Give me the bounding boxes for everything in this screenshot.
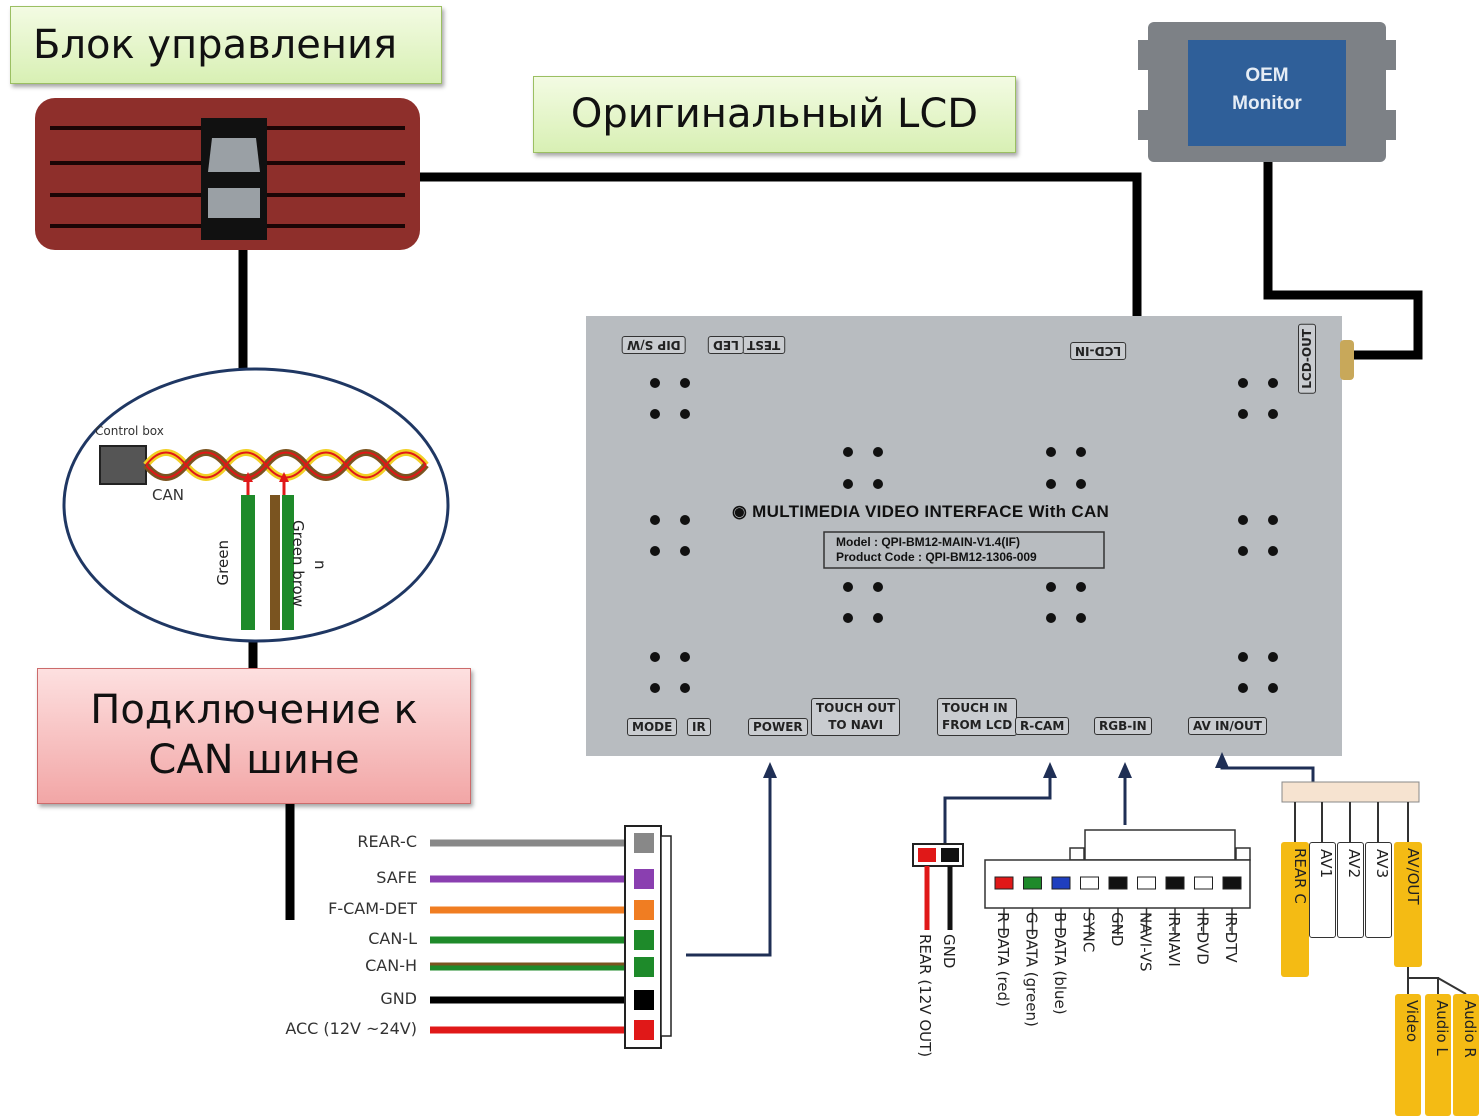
arrow-heads (763, 752, 1229, 778)
power-wire-label: CAN-L (368, 929, 417, 948)
rgb-pin-block (1165, 876, 1185, 890)
power-pin-block (634, 900, 654, 920)
power-connector (430, 825, 672, 1049)
device-model: Model : QPI-BM12-MAIN-V1.4(IF) (836, 535, 1021, 549)
can-detail-label: CAN (152, 486, 184, 504)
rgb-pin-block (1137, 876, 1156, 890)
monitor-label-line2: Monitor (1232, 93, 1302, 114)
port-rgb-in: RGB-IN (1094, 717, 1152, 735)
callout-original-lcd: Оригинальный LCD (533, 76, 1016, 153)
port-touch-out-line2: TO NAVI (828, 718, 884, 732)
oem-monitor (1138, 22, 1396, 162)
rcam-connector (912, 843, 964, 930)
power-pin-block (634, 833, 654, 853)
av-pin-av-out: AV/OUT (1394, 842, 1422, 967)
power-wire-label: REAR-C (357, 832, 417, 851)
power-pin-block (634, 957, 654, 977)
power-wire-label: GND (380, 989, 417, 1008)
rgb-pin-label: SYNC (1079, 912, 1098, 953)
mount-dots (650, 378, 1278, 693)
connector-arrows (686, 760, 1315, 957)
green-wire-label: Green (214, 540, 232, 586)
port-ir: IR (687, 718, 711, 736)
rgb-pin-block (1051, 876, 1071, 890)
av-pin-rear-c: REAR C (1281, 842, 1309, 977)
monitor-label: OEM Monitor (1188, 62, 1346, 118)
device-product-code: Product Code : QPI-BM12-1306-009 (836, 550, 1037, 564)
cable-control-to-lcd (420, 172, 1142, 318)
rgb-pin-label: IR-NAVI (1165, 912, 1183, 967)
port-touch-in-line1: TOUCH IN (942, 701, 1008, 715)
rgb-pin-block (994, 876, 1014, 890)
callout-can-line1: Подключение к (90, 687, 418, 733)
port-touch-in-line2: FROM LCD (942, 718, 1013, 732)
rcam-pin-rear: REAR (12V OUT) (916, 934, 934, 1058)
power-pin-block (634, 1020, 654, 1040)
callout-can-connection: Подключение к CAN шине (37, 668, 471, 804)
power-wire-label: F-CAM-DET (328, 899, 417, 918)
rgb-pin-block (1023, 876, 1042, 890)
av-out-audio-l: Audio L (1425, 994, 1451, 1116)
monitor-label-line1: OEM (1245, 65, 1289, 86)
brown-suffix-label: n (311, 560, 329, 570)
port-test: TEST (742, 336, 786, 354)
port-rcam: R-CAM (1015, 717, 1070, 735)
av-connector (1281, 781, 1467, 995)
rcam-pin-gnd: GND (940, 934, 958, 969)
power-pin-block (634, 990, 654, 1010)
callout-can-line2: CAN шине (148, 737, 360, 783)
port-lcd-out: LCD-OUT (1298, 324, 1316, 394)
port-touch-in: TOUCH IN FROM LCD (937, 698, 1018, 736)
av-pin-av1: AV1 (1309, 842, 1336, 938)
rgb-pin-label: NAVI-VS (1136, 912, 1155, 972)
rgb-pin-block (1222, 876, 1242, 890)
device-title: ◉ MULTIMEDIA VIDEO INTERFACE With CAN (732, 502, 1110, 521)
rgb-pin-block (1108, 876, 1128, 890)
port-av-inout: AV IN/OUT (1188, 717, 1267, 735)
control-box-label: Control box (95, 424, 164, 438)
port-dip-sw: DIP S/W (622, 336, 686, 354)
rgb-pin-label: R DATA (red) (994, 912, 1012, 1007)
rgb-pin-label: IR-DVD (1193, 912, 1212, 965)
can-detail-ellipse (62, 367, 450, 643)
power-wire-label: ACC (12V ~24V) (285, 1019, 417, 1038)
cable-monitor-to-lcdout (1263, 160, 1423, 360)
interface-box (586, 316, 1354, 756)
av-pin-av2: AV2 (1337, 842, 1364, 938)
av-out-video: Video (1395, 994, 1421, 1116)
rgb-pin-block (1194, 876, 1213, 890)
port-touch-out-line1: TOUCH OUT (816, 701, 896, 715)
rgb-pin-label: GND (1108, 912, 1126, 947)
rgb-pin-label: B DATA (blue) (1051, 912, 1069, 1015)
rgb-pin-block (1080, 876, 1099, 890)
port-mode: MODE (627, 718, 678, 736)
av-pin-av3: AV3 (1365, 842, 1392, 938)
black-cables (238, 160, 1423, 920)
port-touch-out: TOUCH OUT TO NAVI (811, 698, 901, 736)
callout-control-unit: Блок управления (10, 6, 442, 84)
green-brown-wire-label: Green brow (289, 520, 307, 607)
power-wire-label: CAN-H (365, 956, 417, 975)
av-out-audio-r: Audio R (1453, 994, 1479, 1116)
power-pin-block (634, 869, 654, 889)
rgb-pin-label: G DATA (green) (1022, 912, 1041, 1027)
power-pin-block (634, 930, 654, 950)
power-wire-label: SAFE (376, 868, 417, 887)
rgb-connector (984, 829, 1251, 935)
port-power: POWER (748, 718, 808, 736)
control-unit (35, 98, 420, 250)
port-led: LED (708, 336, 744, 354)
port-lcd-in: LCD-IN (1070, 342, 1127, 360)
rgb-pin-label: IR-DTV (1222, 912, 1240, 963)
